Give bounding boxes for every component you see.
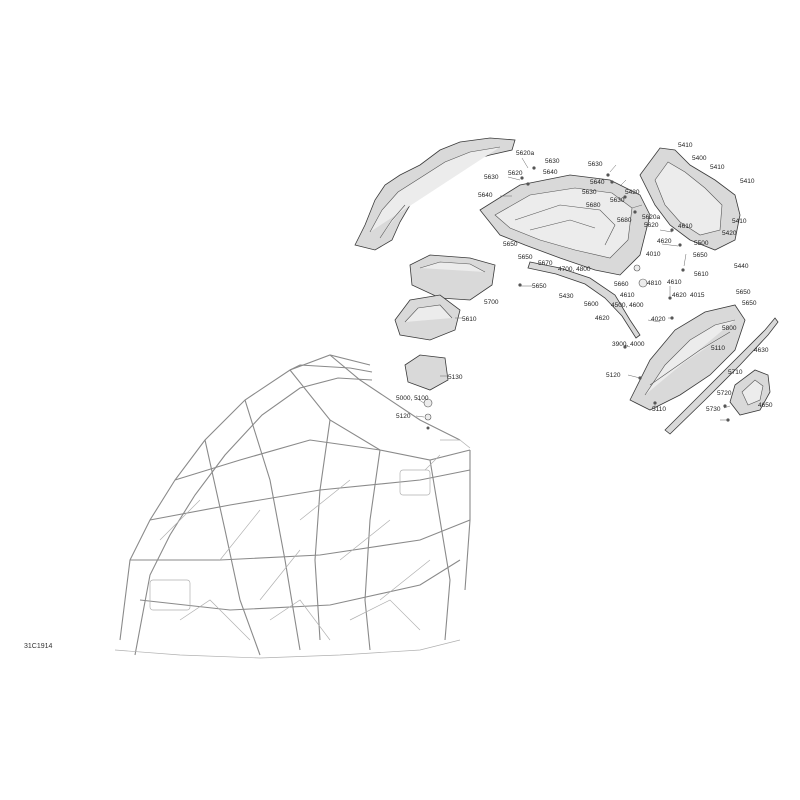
- callout-label: 5500: [694, 240, 709, 247]
- rear-panel-upper-right: [639, 147, 741, 251]
- leader-lines: [415, 157, 731, 421]
- rear-fender-left: [354, 137, 516, 251]
- callout-label: 5600: [584, 301, 599, 308]
- callout-label: 4015: [690, 292, 705, 299]
- callout-label: 5410: [732, 218, 747, 225]
- callout-label: 5110: [711, 345, 725, 352]
- callout-label: 5620: [644, 222, 659, 229]
- callout-label: 5610: [694, 271, 709, 278]
- callout-label: 4630: [754, 347, 769, 354]
- callout-label: 4620: [595, 315, 610, 322]
- callout-label: 5670: [538, 260, 553, 267]
- callout-label: 5640: [543, 169, 558, 176]
- callout-label: 5650: [532, 283, 547, 290]
- callout-label: 5650: [742, 300, 757, 307]
- callout-label: 5420: [722, 230, 737, 237]
- callout-label: 4020: [651, 316, 666, 323]
- callout-label: 5650: [693, 252, 708, 259]
- fasteners: [518, 166, 730, 422]
- callout-label: 5640: [478, 192, 493, 199]
- callout-label: 5120: [396, 413, 411, 420]
- callout-label: 5650: [736, 289, 751, 296]
- callout-label: 5800: [722, 325, 737, 332]
- callout-label: 5680: [586, 202, 601, 209]
- callout-label: 5120: [606, 372, 621, 379]
- trim-strip: [527, 261, 641, 339]
- callout-label: 5630: [582, 189, 597, 196]
- callout-label: 5630: [610, 197, 625, 204]
- callout-label: 5620a: [516, 150, 534, 157]
- callout-label: 5410: [678, 142, 693, 149]
- callout-labels: 5620a 5630 5620 5640 5630 5630 5640 5640…: [396, 142, 773, 420]
- callout-label: 5400: [692, 155, 707, 162]
- callout-label: 5410: [710, 164, 725, 171]
- rear-light-housing: [729, 369, 771, 416]
- callout-label: 4620: [672, 292, 687, 299]
- callout-label: 4650: [758, 402, 773, 409]
- callout-label: 5630: [545, 158, 560, 165]
- callout-label: 5130: [448, 374, 463, 381]
- callout-label: 5440: [734, 263, 749, 270]
- callout-label: 5410: [740, 178, 755, 185]
- callout-label: 5650: [503, 241, 518, 248]
- callout-label: 5730: [706, 406, 721, 413]
- callout-label: 5110: [652, 406, 666, 413]
- callout-label: 4610: [667, 279, 682, 286]
- callout-label: 5640: [590, 179, 605, 186]
- callout-label: 4620: [657, 238, 672, 245]
- callout-label: 4500, 4600: [611, 302, 644, 309]
- callout-label: 3900, 4000: [612, 341, 645, 348]
- figure-reference-code: 31C1914: [24, 643, 53, 650]
- callout-label: 4810: [647, 280, 662, 287]
- callout-label: 5650: [518, 254, 533, 261]
- callout-label: 5720: [717, 390, 732, 397]
- callout-label: 4010: [646, 251, 661, 258]
- vehicle-frame: [114, 354, 471, 659]
- callout-label: 5620: [508, 170, 523, 177]
- callout-label: 5710: [728, 369, 743, 376]
- callout-label: 5610: [462, 316, 477, 323]
- side-panel-right: [629, 304, 746, 411]
- callout-label: 5660: [614, 281, 629, 288]
- callout-label: 4610: [620, 292, 635, 299]
- cargo-box-panel: [479, 174, 651, 276]
- rocker-strip: [664, 317, 779, 435]
- bracket-assembly: [394, 254, 496, 430]
- callout-label: 5680: [617, 217, 632, 224]
- callout-label: 5620a: [642, 214, 660, 221]
- callout-label: 5630: [484, 174, 499, 181]
- callout-label: 5630: [588, 161, 603, 168]
- callout-label: 4610: [678, 223, 693, 230]
- callout-label: 5420: [625, 189, 640, 196]
- callout-label: 4700, 4800: [558, 266, 591, 273]
- callout-label: 5000, 5100: [396, 395, 429, 402]
- callout-label: 5700: [484, 299, 499, 306]
- callout-label: 5430: [559, 293, 574, 300]
